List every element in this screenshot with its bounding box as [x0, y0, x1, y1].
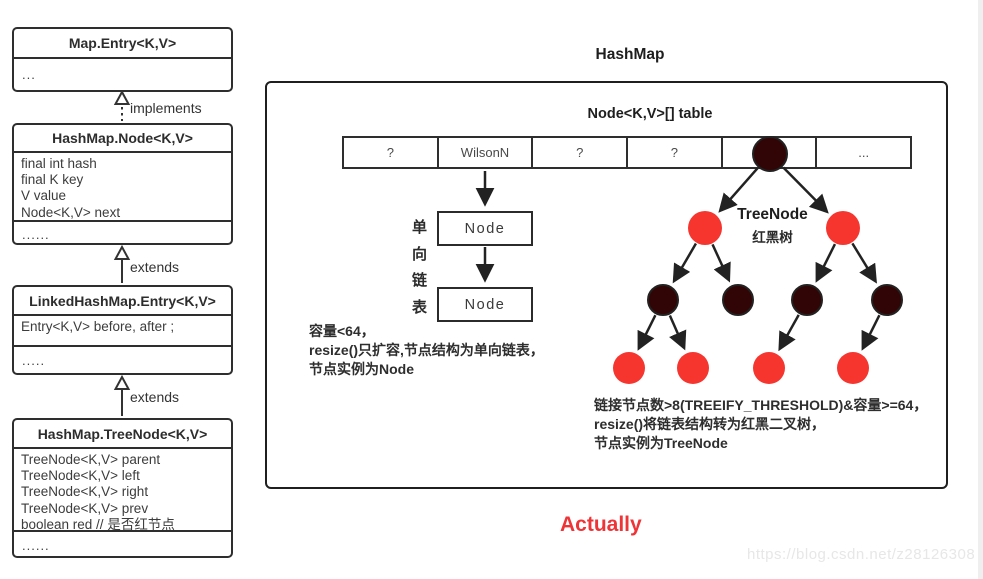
attr-line: Entry<K,V> before, after ; [21, 319, 175, 334]
class-more: ...... [14, 220, 231, 247]
note-line: resize()只扩容,节点结构为单向链表， [309, 342, 544, 358]
class-box-linkedhashmap-entry: LinkedHashMap.Entry<K,V> Entry<K,V> befo… [12, 285, 233, 375]
attr-line: Node<K,V> next [21, 204, 121, 220]
class-attributes: Entry<K,V> before, after ; [14, 314, 231, 345]
attr-line: final K key [21, 172, 84, 188]
class-more: ... [14, 57, 231, 90]
attr-line: final int hash [21, 156, 97, 171]
class-attributes: final int hash final K key V value Node<… [14, 151, 231, 220]
class-attributes: TreeNode<K,V> parent TreeNode<K,V> left … [14, 447, 231, 532]
implements-label: implements [130, 100, 202, 116]
attr-line: TreeNode<K,V> left [21, 468, 140, 484]
table-label: Node<K,V>[] table [587, 106, 713, 122]
extends-label-1: extends [130, 259, 180, 275]
node-box-1: Node [437, 211, 533, 246]
bucket-table: ? WilsonN ? ? ... [342, 136, 912, 169]
class-title: Map.Entry<K,V> [68, 35, 177, 51]
red-black-tree-label: 红黑树 [752, 230, 793, 245]
class-box-hashmap-node: HashMap.Node<K,V> final int hash final K… [12, 123, 233, 245]
class-title: HashMap.Node<K,V> [52, 130, 193, 146]
class-box-hashmap-treenode: HashMap.TreeNode<K,V> TreeNode<K,V> pare… [12, 418, 233, 558]
class-title: LinkedHashMap.Entry<K,V> [29, 292, 216, 309]
class-more: ..... [14, 345, 231, 373]
note-line: 容量<64， [309, 323, 375, 339]
class-more: ...... [14, 530, 231, 559]
bucket-cell-1: WilsonN [439, 138, 534, 167]
bucket-cell-3: ? [628, 138, 723, 167]
bucket-cell-2: ? [533, 138, 629, 167]
attr-line: boolean red // 是否红节点 [21, 516, 175, 532]
page-edge-strip [978, 0, 983, 579]
note-line: resize()将链表结构转为红黑二叉树， [594, 416, 826, 432]
extends-arrowhead-1 [113, 244, 131, 260]
note-line: 节点实例为Node [309, 361, 414, 377]
singly-linked-list-label: 单向链表 [412, 219, 428, 316]
note-treeify: 链接节点数>8(TREEIFY_THRESHOLD)&容量>=64， resiz… [594, 396, 927, 453]
attr-line: TreeNode<K,V> prev [21, 500, 149, 516]
attr-line: TreeNode<K,V> parent [21, 452, 161, 467]
treenode-label: TreeNode [737, 206, 808, 223]
extends-arrowhead-2 [113, 374, 131, 390]
class-box-map-entry: Map.Entry<K,V> ... [12, 27, 233, 92]
watermark-url: https://blog.csdn.net/z28126308 [747, 546, 976, 563]
implements-arrowhead [113, 89, 131, 105]
bucket-cell-5: ... [858, 145, 870, 160]
hashmap-title: HashMap [595, 46, 665, 63]
attr-line: V value [21, 188, 67, 204]
note-linked-list: 容量<64， resize()只扩容,节点结构为单向链表， 节点实例为Node [309, 322, 544, 379]
extends-label-2: extends [130, 389, 180, 405]
class-title: HashMap.TreeNode<K,V> [37, 425, 208, 442]
note-line: 链接节点数>8(TREEIFY_THRESHOLD)&容量>=64， [594, 397, 928, 413]
actually-label: Actually [560, 513, 642, 536]
attr-line: TreeNode<K,V> right [21, 484, 149, 500]
treenode-caption: TreeNode 红黑树 [715, 206, 830, 246]
bucket-cell-4 [723, 138, 818, 167]
bucket-cell-0: ? [344, 138, 439, 167]
node-box-2: Node [437, 287, 533, 322]
note-line: 节点实例为TreeNode [594, 435, 728, 451]
